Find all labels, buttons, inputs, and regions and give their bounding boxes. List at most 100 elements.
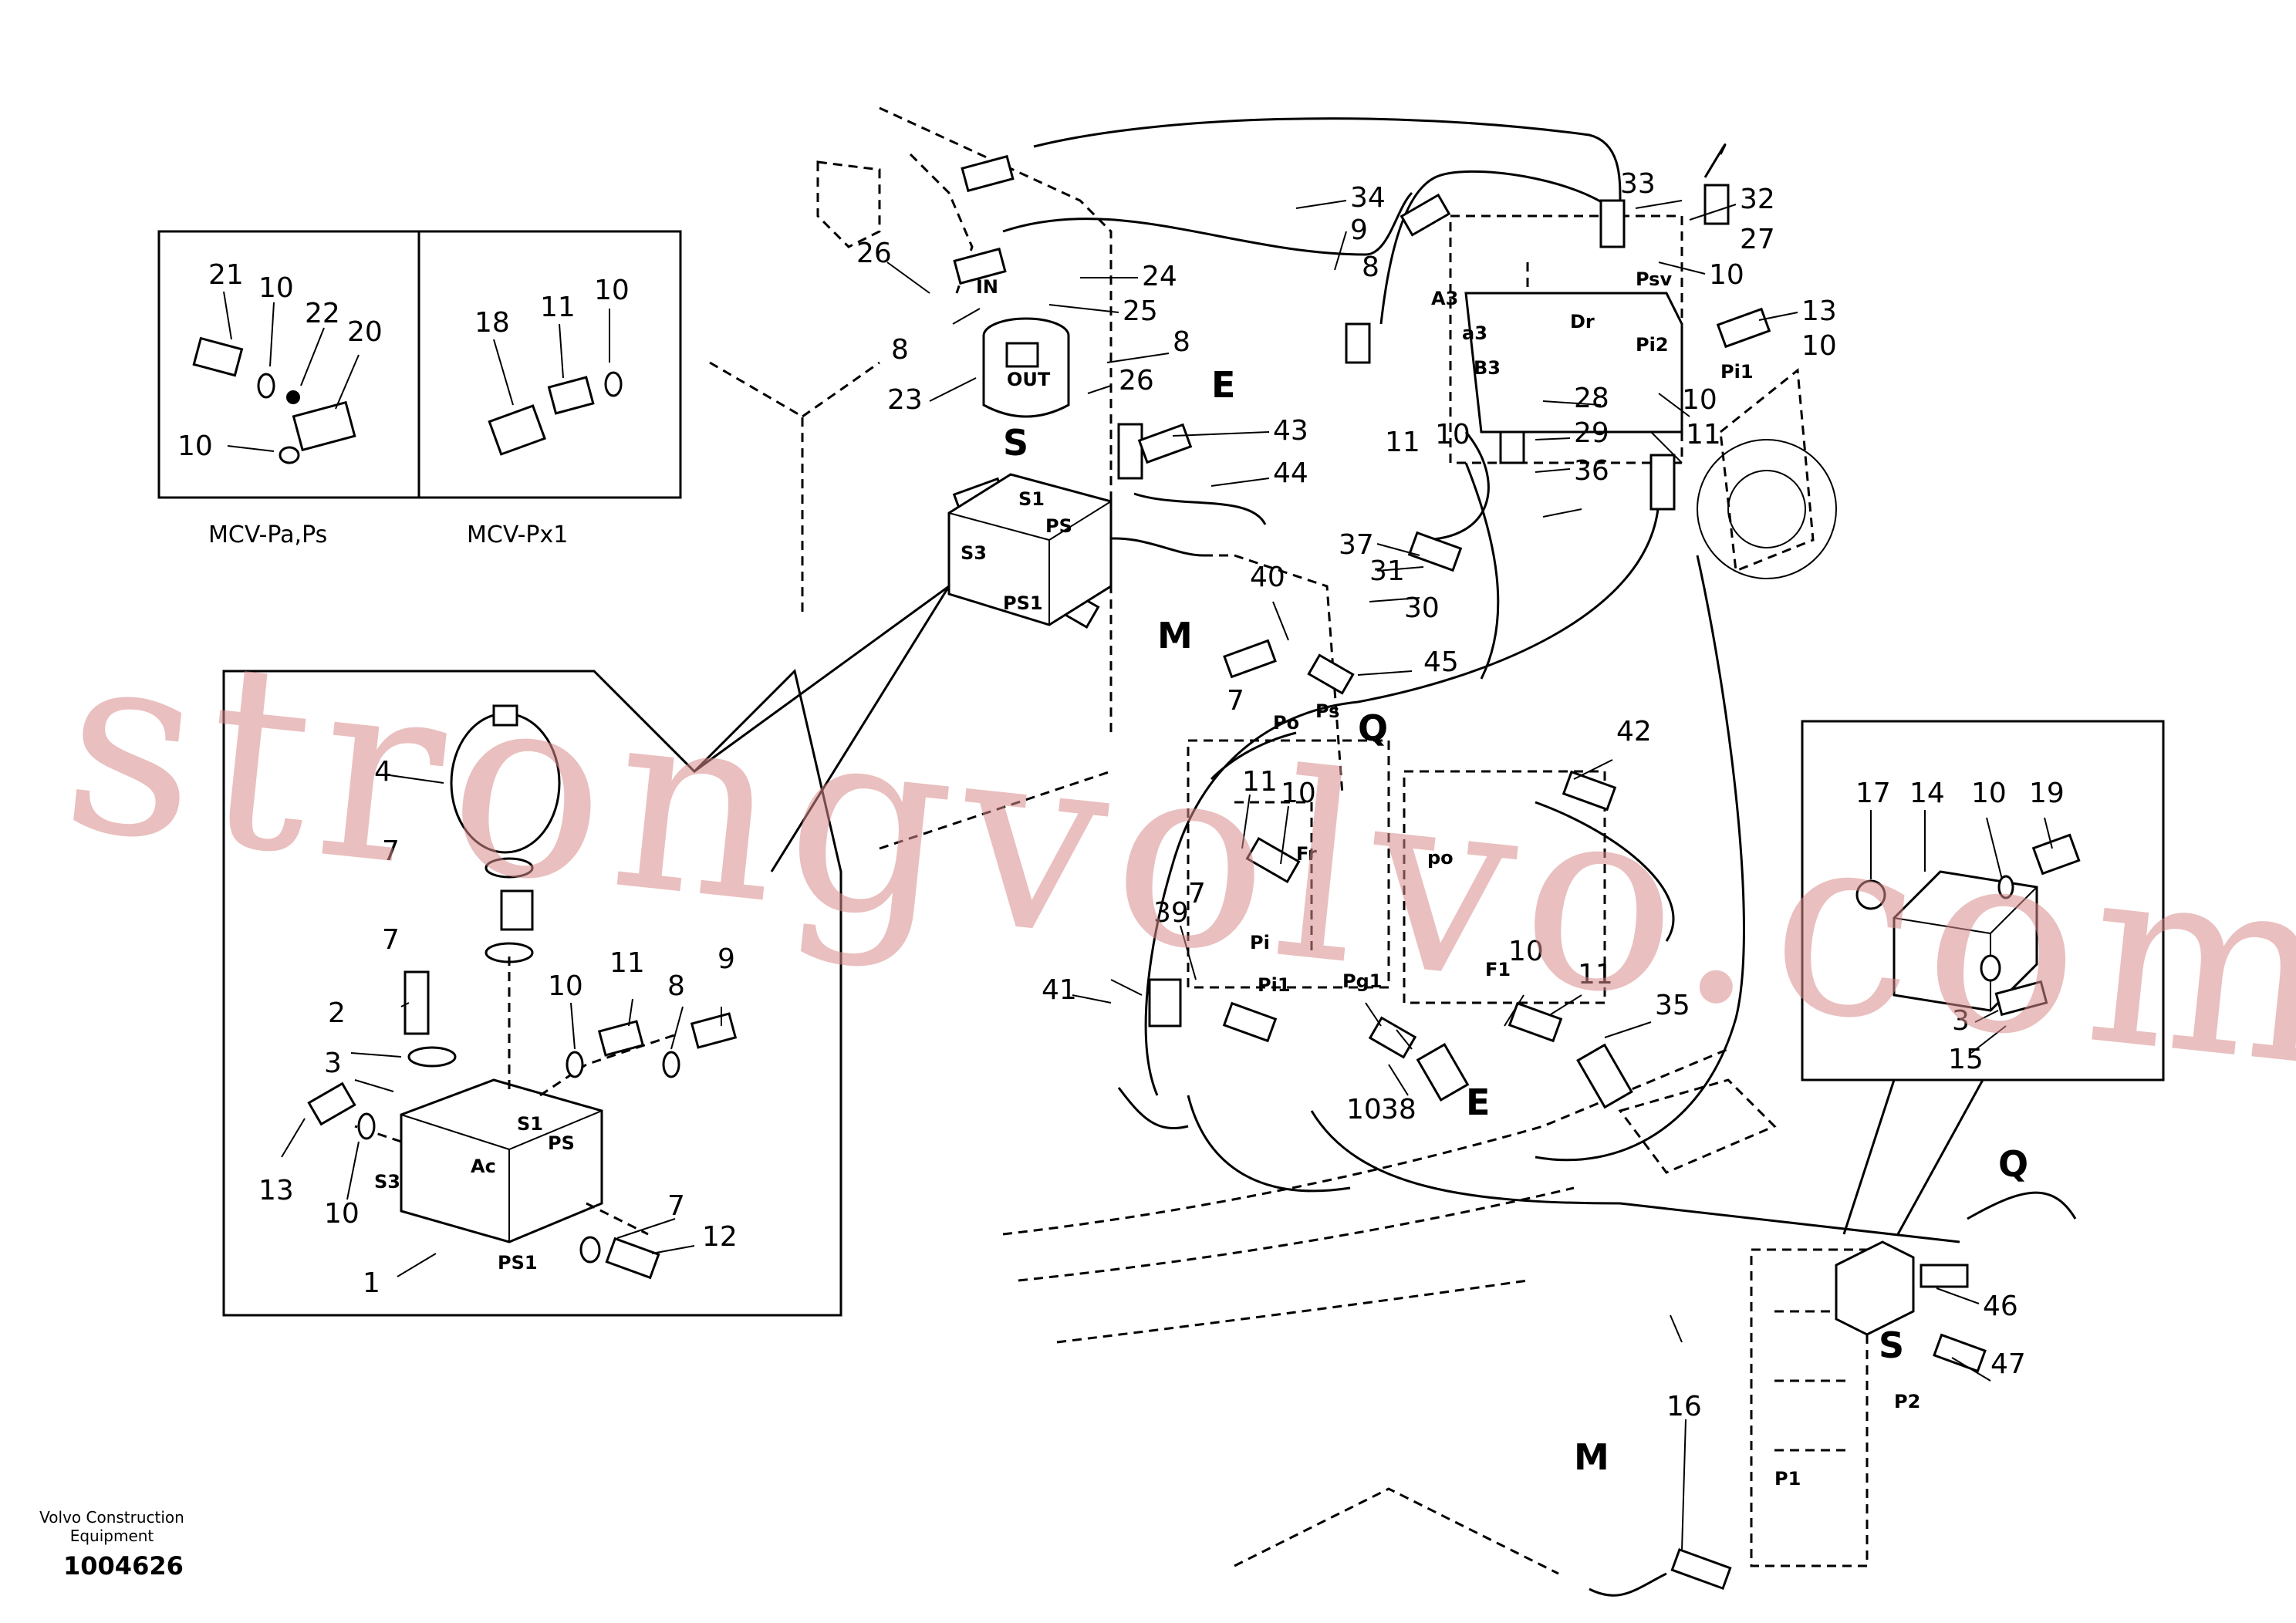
callout-28[interactable]: 28 — [1574, 383, 1609, 414]
callout-11[interactable]: 11 — [1242, 766, 1278, 798]
callout-44[interactable]: 44 — [1273, 457, 1308, 489]
callout-10[interactable]: 10 — [177, 430, 213, 462]
callout-30[interactable]: 30 — [1404, 592, 1440, 624]
port-psv: Psv — [1636, 268, 1672, 290]
callout-10[interactable]: 10 — [1346, 1094, 1382, 1125]
callout-7[interactable]: 7 — [382, 835, 400, 867]
callout-46[interactable]: 46 — [1983, 1291, 2018, 1322]
callout-7[interactable]: 7 — [667, 1190, 685, 1222]
port-pi1: Pi1 — [1720, 361, 1754, 383]
callout-34[interactable]: 34 — [1350, 182, 1386, 214]
callout-26[interactable]: 26 — [856, 238, 892, 269]
callout-7[interactable]: 7 — [1188, 878, 1206, 909]
port-ps1-inset: PS1 — [498, 1252, 538, 1274]
port-po: Po — [1273, 712, 1299, 734]
port-pi: Pi — [1250, 932, 1270, 953]
callout-17[interactable]: 17 — [1855, 778, 1891, 809]
callout-29[interactable]: 29 — [1574, 417, 1609, 449]
callout-36[interactable]: 36 — [1574, 455, 1609, 487]
callout-20[interactable]: 20 — [347, 316, 383, 348]
callout-7[interactable]: 7 — [382, 924, 400, 956]
port-ac-inset: Ac — [471, 1156, 496, 1177]
connector-e-lower: E — [1466, 1081, 1490, 1123]
callout-8[interactable]: 8 — [1173, 326, 1190, 358]
callout-26[interactable]: 26 — [1119, 365, 1154, 396]
inset-right — [1801, 720, 2165, 1235]
callout-11[interactable]: 11 — [540, 292, 576, 323]
callout-27[interactable]: 27 — [1740, 224, 1775, 255]
callout-10[interactable]: 10 — [548, 970, 583, 1002]
port-po-lower: po — [1427, 847, 1454, 869]
port-s1: S1 — [1018, 488, 1045, 510]
callout-45[interactable]: 45 — [1423, 646, 1459, 678]
port-pg1: Pg1 — [1342, 970, 1382, 992]
callout-31[interactable]: 31 — [1369, 555, 1405, 587]
callout-47[interactable]: 47 — [1990, 1348, 2026, 1380]
brand-line-2: Equipment — [69, 1527, 154, 1545]
callout-10[interactable]: 10 — [1801, 330, 1837, 362]
callout-10[interactable]: 10 — [1281, 778, 1316, 809]
callout-38[interactable]: 38 — [1381, 1094, 1416, 1125]
callout-8[interactable]: 8 — [891, 334, 909, 366]
connector-letters: S E M Q E Q S M — [1003, 364, 2028, 1478]
callout-10[interactable]: 10 — [1435, 419, 1470, 450]
callout-33[interactable]: 33 — [1620, 168, 1656, 200]
callout-7[interactable]: 7 — [1227, 685, 1244, 717]
callout-3[interactable]: 3 — [1952, 1005, 1970, 1037]
callout-19[interactable]: 19 — [2029, 778, 2065, 809]
callout-9[interactable]: 9 — [718, 943, 735, 975]
callout-8[interactable]: 8 — [1362, 251, 1379, 283]
callout-10[interactable]: 10 — [1508, 936, 1544, 967]
callout-10[interactable]: 10 — [1709, 259, 1744, 291]
callout-11[interactable]: 11 — [609, 947, 645, 979]
callout-23[interactable]: 23 — [887, 384, 923, 416]
port-labels: IN OUT S1 PS S3 PS1 Psv Dr A3 a3 B3 Pi2 … — [374, 268, 1920, 1490]
callout-14[interactable]: 14 — [1909, 778, 1945, 809]
callout-15[interactable]: 15 — [1948, 1044, 1984, 1075]
callout-12[interactable]: 12 — [702, 1221, 738, 1253]
callout-3[interactable]: 3 — [324, 1048, 342, 1079]
pump-block — [1464, 292, 1837, 579]
hydraulic-hoses — [1002, 117, 2077, 1597]
callout-24[interactable]: 24 — [1142, 261, 1177, 292]
callout-40[interactable]: 40 — [1250, 562, 1285, 593]
callout-9[interactable]: 9 — [1350, 214, 1368, 246]
callout-21[interactable]: 21 — [208, 259, 244, 291]
callout-2[interactable]: 2 — [328, 997, 346, 1029]
callout-4[interactable]: 4 — [374, 756, 392, 788]
callout-35[interactable]: 35 — [1655, 990, 1690, 1021]
callout-11[interactable]: 11 — [1578, 959, 1613, 990]
machine-frame-dashed — [709, 106, 1869, 1575]
connector-m-lower: M — [1574, 1436, 1609, 1478]
port-s3: S3 — [961, 542, 987, 564]
callout-16[interactable]: 16 — [1666, 1391, 1702, 1422]
callout-39[interactable]: 39 — [1153, 897, 1189, 929]
callout-8[interactable]: 8 — [667, 970, 685, 1002]
callout-13[interactable]: 13 — [1801, 295, 1837, 327]
callout-11[interactable]: 11 — [1686, 419, 1721, 450]
callout-10[interactable]: 10 — [258, 272, 294, 304]
callout-10[interactable]: 10 — [1971, 778, 2007, 809]
callout-22[interactable]: 22 — [305, 298, 340, 329]
inset-caption-mcv-pa-ps: MCV-Pa,Ps — [208, 521, 327, 548]
callout-13[interactable]: 13 — [258, 1175, 294, 1206]
callout-43[interactable]: 43 — [1273, 415, 1308, 447]
callout-32[interactable]: 32 — [1740, 184, 1775, 215]
port-pil: Pi1 — [1258, 974, 1291, 996]
port-pi2: Pi2 — [1636, 334, 1669, 356]
callout-25[interactable]: 25 — [1123, 295, 1158, 327]
callout-11[interactable]: 11 — [1385, 427, 1420, 458]
valve-lower-right — [1835, 1240, 1915, 1336]
callout-42[interactable]: 42 — [1616, 716, 1652, 747]
callout-41[interactable]: 41 — [1042, 974, 1077, 1006]
callout-37[interactable]: 37 — [1339, 529, 1374, 561]
callout-10[interactable]: 10 — [324, 1198, 360, 1230]
port-ps: PS — [1045, 515, 1072, 537]
callout-10[interactable]: 10 — [594, 275, 630, 306]
callout-18[interactable]: 18 — [474, 307, 510, 339]
callout-labels: 21 10 22 20 10 18 11 10 26 8 23 24 25 8 … — [177, 168, 2065, 1422]
callout-10[interactable]: 10 — [1682, 384, 1717, 416]
callout-1[interactable]: 1 — [363, 1267, 380, 1299]
inset-caption-mcv-px1: MCV-Px1 — [467, 521, 568, 548]
